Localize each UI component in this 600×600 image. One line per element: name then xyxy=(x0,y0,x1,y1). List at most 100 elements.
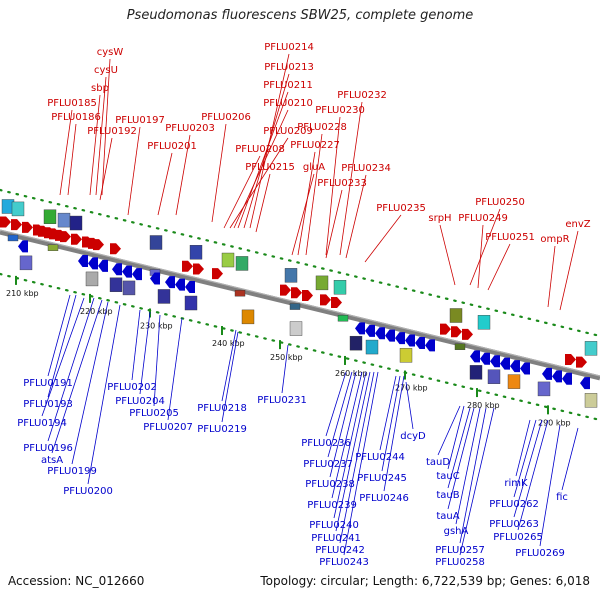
reverse-leader-line xyxy=(517,419,549,531)
forward-gene-box xyxy=(234,289,246,297)
forward-gene-arrow xyxy=(331,297,342,309)
forward-gene-box xyxy=(584,341,598,356)
reverse-gene-box xyxy=(85,271,99,287)
forward-leader-line xyxy=(59,109,73,196)
forward-gene-label: gluA xyxy=(303,162,325,173)
forward-leader-line xyxy=(101,58,111,196)
forward-leader-line xyxy=(469,208,501,286)
reverse-gene-label: tauA xyxy=(436,511,459,522)
reverse-gene-box xyxy=(507,374,521,389)
forward-gene-box xyxy=(149,235,163,250)
reverse-gene-label: PFLU0242 xyxy=(315,545,365,556)
reverse-gene-label: PFLU0199 xyxy=(47,466,97,477)
tick-label: 230 kbp xyxy=(140,322,173,331)
reverse-gene-arrow xyxy=(112,263,122,276)
reverse-gene-box xyxy=(399,348,413,363)
reverse-gene-label: PFLU0202 xyxy=(107,382,157,393)
forward-leader-line xyxy=(439,224,456,286)
accession-text: Accession: NC_012660 xyxy=(8,574,145,588)
tick-label: 210 kbp xyxy=(6,289,39,298)
forward-leader-line xyxy=(297,151,316,256)
forward-gene-label: PFLU0234 xyxy=(341,163,391,174)
reverse-leader-line xyxy=(329,371,357,478)
reverse-leader-line xyxy=(335,371,371,532)
reverse-gene-box xyxy=(19,255,33,271)
reverse-gene-label: rimK xyxy=(504,478,528,489)
forward-gene-label: PFLU0232 xyxy=(337,90,387,101)
reverse-gene-arrow xyxy=(500,357,510,370)
forward-gene-box xyxy=(337,315,349,322)
forward-gene-label: PFLU0249 xyxy=(458,213,508,224)
forward-gene-box xyxy=(333,280,347,295)
reverse-gene-arrow xyxy=(122,265,132,278)
reverse-leader-line xyxy=(343,371,379,556)
reverse-gene-label: PFLU0246 xyxy=(359,493,409,504)
forward-gene-label: PFLU0251 xyxy=(485,232,535,243)
reverse-leader-line xyxy=(515,419,531,477)
forward-gene-box xyxy=(11,201,25,217)
forward-leader-line xyxy=(223,155,261,229)
reverse-gene-label: PFLU0240 xyxy=(309,520,359,531)
reverse-leader-line xyxy=(383,375,405,492)
reverse-gene-arrow xyxy=(150,272,160,285)
reverse-gene-arrow xyxy=(175,278,185,291)
forward-gene-label: PFLU0228 xyxy=(297,122,347,133)
reverse-gene-arrow xyxy=(78,254,88,267)
forward-leader-line xyxy=(211,123,227,223)
reverse-leader-line xyxy=(327,371,353,458)
reverse-gene-box xyxy=(487,369,501,384)
forward-leader-line xyxy=(67,123,77,196)
reverse-gene-label: dcyD xyxy=(400,431,426,442)
reverse-gene-arrow xyxy=(562,372,572,385)
forward-leader-line xyxy=(487,243,511,291)
forward-gene-label: PFLU0235 xyxy=(376,203,426,214)
reverse-gene-label: PFLU0193 xyxy=(23,399,73,410)
reverse-gene-arrow xyxy=(580,377,590,390)
reverse-gene-arrow xyxy=(542,367,552,380)
reverse-gene-label: tauB xyxy=(436,490,459,501)
forward-gene-label: PFLU0227 xyxy=(290,140,340,151)
forward-leader-line xyxy=(89,94,101,196)
reverse-gene-arrow xyxy=(520,362,530,375)
reverse-leader-line xyxy=(51,299,103,454)
forward-gene-box xyxy=(454,343,466,350)
forward-gene-arrow xyxy=(462,328,473,340)
reverse-leader-line xyxy=(325,371,347,437)
reverse-gene-label: PFLU0207 xyxy=(143,422,193,433)
reverse-gene-label: PFLU0245 xyxy=(357,473,407,484)
reverse-gene-arrow xyxy=(405,334,415,347)
reverse-gene-label: PFLU0191 xyxy=(23,378,73,389)
reverse-leader-line xyxy=(153,314,161,407)
forward-gene-arrow xyxy=(22,221,33,233)
genome-summary: Topology: circular; Length: 6,722,539 bp… xyxy=(260,574,590,588)
forward-gene-box xyxy=(47,244,59,251)
forward-leader-line xyxy=(559,230,579,311)
reverse-gene-arrow xyxy=(365,324,375,337)
forward-gene-box xyxy=(235,256,249,271)
reverse-gene-label: tauD xyxy=(426,457,450,468)
reverse-leader-line xyxy=(447,407,471,489)
reverse-leader-line xyxy=(447,405,465,470)
reverse-gene-label: PFLU0205 xyxy=(129,408,179,419)
forward-gene-label: PFLU0215 xyxy=(245,162,295,173)
forward-gene-box xyxy=(315,275,329,291)
forward-gene-box xyxy=(477,315,491,330)
reverse-gene-box xyxy=(109,277,123,292)
reverse-leader-line xyxy=(167,317,183,421)
reverse-gene-arrow xyxy=(395,332,405,345)
forward-gene-label: PFLU0230 xyxy=(315,105,365,116)
reverse-gene-arrow xyxy=(355,322,365,335)
forward-gene-arrow xyxy=(38,225,49,237)
reverse-gene-label: PFLU0200 xyxy=(63,486,113,497)
reverse-gene-label: gshA xyxy=(444,526,469,537)
reverse-gene-label: PFLU0194 xyxy=(17,418,67,429)
reverse-gene-label: fic xyxy=(556,492,568,503)
forward-gene-arrow xyxy=(576,356,587,368)
forward-leader-line xyxy=(364,214,402,263)
forward-leader-line xyxy=(325,189,343,259)
reverse-gene-arrow xyxy=(490,355,500,368)
reverse-gene-label: PFLU0262 xyxy=(489,499,539,510)
reverse-leader-line xyxy=(87,304,121,485)
forward-gene-box xyxy=(189,245,203,260)
forward-gene-label: PFLU0208 xyxy=(235,144,285,155)
